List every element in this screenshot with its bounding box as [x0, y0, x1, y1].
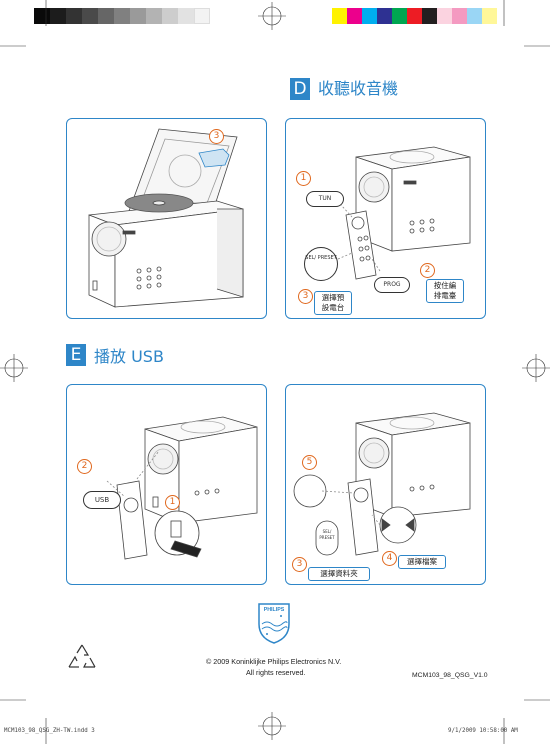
- registration-mark-top: [258, 2, 286, 30]
- registration-mark-left: [0, 354, 28, 382]
- tun-button-illustration: TUN: [306, 191, 344, 207]
- copyright-text: © 2009 Koninklijke Philips Electronics N…: [206, 657, 342, 666]
- recycle-icon: [68, 644, 96, 668]
- step-2-marker: 2: [77, 459, 92, 474]
- tuner-illustration: [331, 146, 471, 280]
- step-5-marker: 5: [302, 455, 317, 470]
- section-e-title: 播放 USB: [94, 347, 164, 366]
- usb-button-illustration: USB: [83, 491, 121, 509]
- registration-mark-bottom: [258, 712, 286, 740]
- section-d-badge: D: [290, 78, 310, 100]
- panel-tuner: 1 TUN SEL/ PRESET PROG 2 按住編 排電臺 3 選擇預 設…: [285, 118, 486, 319]
- step-3-marker: 3: [292, 557, 307, 572]
- section-e-badge: E: [66, 344, 86, 366]
- callout-select-file: 選擇檔案: [398, 555, 446, 569]
- callout-select-preset: 選擇預 設電台: [314, 291, 352, 315]
- slug-datetime: 9/1/2009 10:58:00 AM: [448, 728, 518, 734]
- slug-filename: MCM103_98_QSG_ZH-TW.indd 3: [4, 728, 95, 734]
- callout-select-folder: 選擇資料夾: [308, 567, 370, 581]
- preset-button-illustration: SEL/ PRESET: [304, 247, 338, 281]
- philips-wordmark: PHILIPS: [263, 607, 285, 613]
- step-2-marker: 2: [420, 263, 435, 278]
- step-3-marker: 3: [209, 129, 224, 144]
- step-1-marker: 1: [296, 171, 311, 186]
- usb-insert-illustration: [106, 416, 258, 560]
- registration-mark-right: [522, 354, 550, 382]
- step-4-marker: 4: [382, 551, 397, 566]
- prog-button-illustration: PROG: [374, 277, 410, 293]
- philips-logo: PHILIPS: [257, 602, 291, 644]
- preset-button-illustration: SEL/ PRESET: [319, 529, 335, 540]
- callout-hold-program: 按住編 排電臺: [426, 279, 464, 303]
- panel-usb-insert: 2 USB 1: [66, 384, 267, 585]
- rights-text: All rights reserved.: [246, 668, 306, 677]
- panel-usb-navigation: 5 SEL/ PRESET 3 選擇資料夾 4 選擇檔案: [285, 384, 486, 585]
- usb-navigation-illustration: [293, 412, 471, 556]
- panel-cd-loading: 3: [66, 118, 267, 319]
- step-3-marker: 3: [298, 289, 313, 304]
- document-code: MCM103_98_QSG_V1.0: [412, 672, 488, 679]
- cd-loading-illustration: [88, 128, 244, 308]
- step-1-marker: 1: [165, 495, 180, 510]
- section-d-title: 收聽收音機: [318, 79, 399, 98]
